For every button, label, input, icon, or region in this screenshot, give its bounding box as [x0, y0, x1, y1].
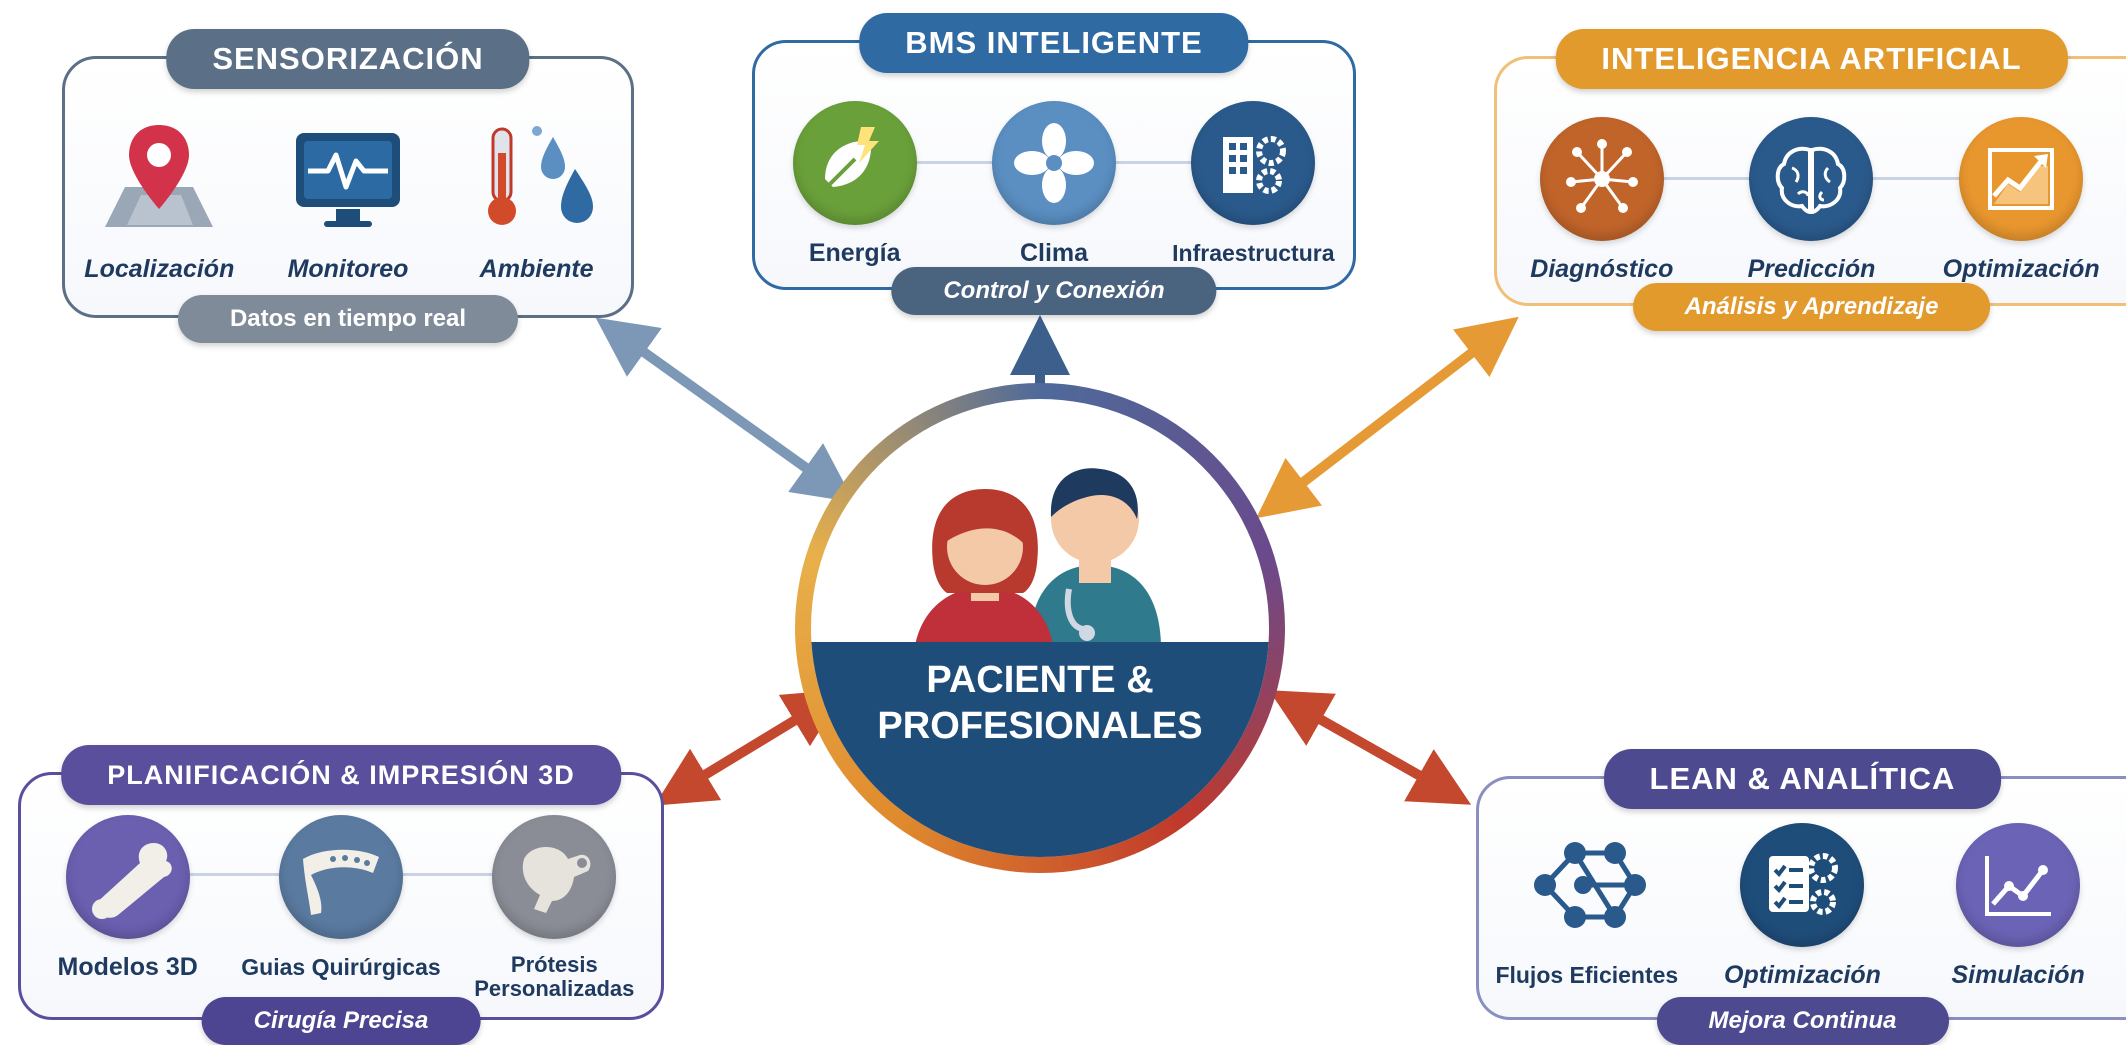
card-title: PLANIFICACIÓN & IMPRESIÓN 3D: [61, 745, 621, 805]
item-protesis: Prótesis Personalizadas: [449, 815, 660, 1001]
card-footer: Cirugía Precisa: [201, 997, 481, 1045]
professional-avatar-icon: [1009, 439, 1179, 654]
line-chart-icon: [1956, 823, 2081, 947]
leaf-energy-icon: [792, 101, 917, 225]
item-simulacion: Simulación: [1911, 823, 2125, 989]
item-label: Energía: [808, 239, 901, 267]
card-footer: Control y Conexión: [891, 267, 1217, 315]
item-label: Localización: [84, 255, 235, 283]
item-label: Optimización: [1724, 961, 1881, 989]
center-title-line2: PROFESIONALES: [877, 705, 1203, 747]
item-label: Diagnóstico: [1530, 255, 1674, 283]
neural-network-icon: [1539, 117, 1664, 241]
heart-monitor-icon: [286, 117, 410, 241]
prosthesis-icon: [492, 815, 617, 939]
card-title: SENSORIZACIÓN: [166, 29, 530, 89]
card-title: LEAN & ANALÍTICA: [1603, 749, 2002, 809]
checklist-gears-icon: [1740, 823, 1865, 947]
item-label: Ambiente: [479, 255, 594, 283]
surgical-guide-icon: [278, 815, 403, 939]
item-energia: Energía: [756, 101, 953, 267]
thermometer-drops-icon: [475, 117, 599, 241]
fan-icon: [991, 101, 1116, 225]
arrow-impresion3d: [654, 689, 846, 806]
item-ambiente: Ambiente: [443, 117, 630, 283]
item-diagnostico: Diagnóstico: [1498, 117, 1706, 283]
center-title-line1: PACIENTE &: [926, 659, 1154, 701]
item-label: Infraestructura: [1172, 240, 1335, 266]
item-prediccion: Predicción: [1708, 117, 1916, 283]
card-bms: BMS INTELIGENTE Energía Clima Infraestru…: [752, 13, 1356, 315]
item-label: Clima: [1019, 239, 1089, 267]
item-label: Optimización: [1942, 255, 2100, 283]
item-label: Simulación: [1951, 961, 2085, 989]
item-guias-quirurgicas: Guias Quirúrgicas: [235, 815, 446, 1001]
center-hub: PACIENTE & PROFESIONALES: [795, 383, 1285, 873]
item-label-line2: Personalizadas: [474, 976, 635, 1001]
item-label-line1: Prótesis: [510, 952, 598, 977]
arrow-lean: [1268, 690, 1472, 805]
item-clima: Clima: [955, 101, 1152, 267]
center-banner: [811, 642, 1269, 857]
item-label: Guias Quirúrgicas: [241, 954, 441, 980]
item-optimizacion-lean: Optimización: [1696, 823, 1910, 989]
item-monitoreo: Monitoreo: [255, 117, 442, 283]
item-optimizacion: Optimización: [1917, 117, 2125, 283]
card-title: INTELIGENCIA ARTIFICIAL: [1555, 29, 2068, 89]
map-pin-icon: [97, 117, 221, 241]
item-flujos-eficientes: Flujos Eficientes: [1480, 823, 1694, 989]
card-footer: Datos en tiempo real: [177, 295, 519, 343]
bone-model-icon: [65, 815, 190, 939]
item-infraestructura: Infraestructura: [1155, 101, 1352, 267]
card-footer: Mejora Continua: [1656, 997, 1949, 1045]
card-footer: Análisis y Aprendizaje: [1632, 283, 1991, 331]
card-sensorizacion: SENSORIZACIÓN Localización Monitoreo Amb…: [62, 29, 634, 343]
item-label: Predicción: [1747, 255, 1876, 283]
item-label: Monitoreo: [287, 255, 409, 283]
network-flow-icon: [1525, 823, 1649, 947]
center-title: PACIENTE & PROFESIONALES: [811, 657, 1269, 749]
brain-icon: [1749, 117, 1874, 241]
card-lean: LEAN & ANALÍTICA Flujos Eficientes Optim…: [1476, 749, 2126, 1045]
item-localizacion: Localización: [66, 117, 253, 283]
card-title: BMS INTELIGENTE: [859, 13, 1249, 73]
item-modelos-3d: Modelos 3D: [22, 815, 233, 1001]
item-label: Prótesis Personalizadas: [474, 953, 634, 1001]
arrow-sensorizacion: [595, 317, 855, 503]
card-impresion3d: PLANIFICACIÓN & IMPRESIÓN 3D Modelos 3D …: [18, 745, 664, 1045]
card-ia: INTELIGENCIA ARTIFICIAL Diagnóstico Pred…: [1494, 29, 2126, 331]
item-label: Modelos 3D: [57, 953, 198, 981]
building-gears-icon: [1191, 101, 1316, 225]
arrow-ia: [1256, 316, 1519, 519]
trend-chart-icon: [1959, 117, 2084, 241]
item-label: Flujos Eficientes: [1495, 962, 1679, 988]
